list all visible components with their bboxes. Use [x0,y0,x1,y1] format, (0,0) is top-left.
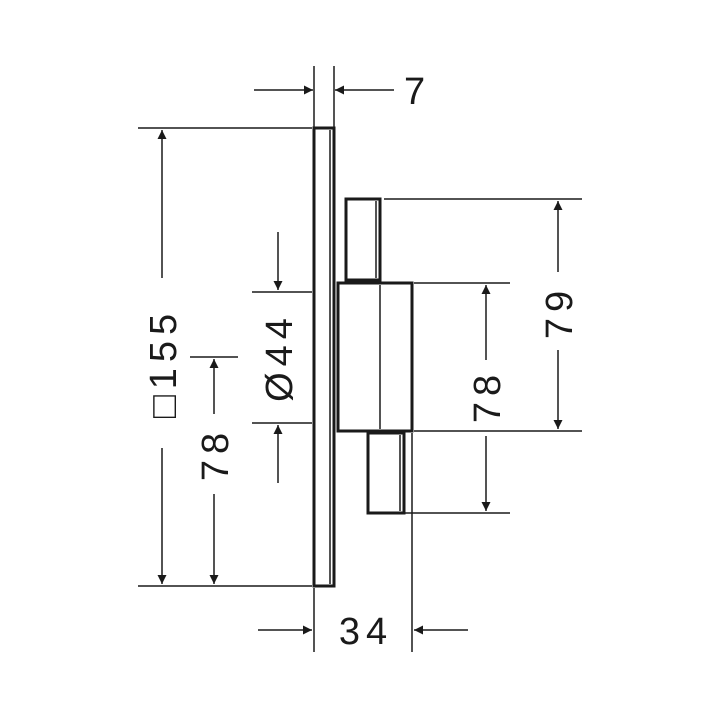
dim-body-depth-label: 34 [339,611,393,653]
dimension-lines [157,85,563,635]
dim-button-diameter-label: Ø44 [259,312,301,402]
cover-plate [312,126,336,588]
product-outline [312,126,414,588]
lower-knob [366,431,406,515]
upper-knob [344,197,382,282]
extension-lines [138,66,582,652]
dim-plate-thickness-label: 7 [404,71,431,113]
dim-plate-size-label: □155 [143,308,185,418]
dim-lower-offset-label: 78 [467,369,509,423]
dim-plate-half-height-label: 78 [195,427,237,481]
main-button [336,281,414,433]
dim-upper-offset-label: 79 [539,285,581,339]
